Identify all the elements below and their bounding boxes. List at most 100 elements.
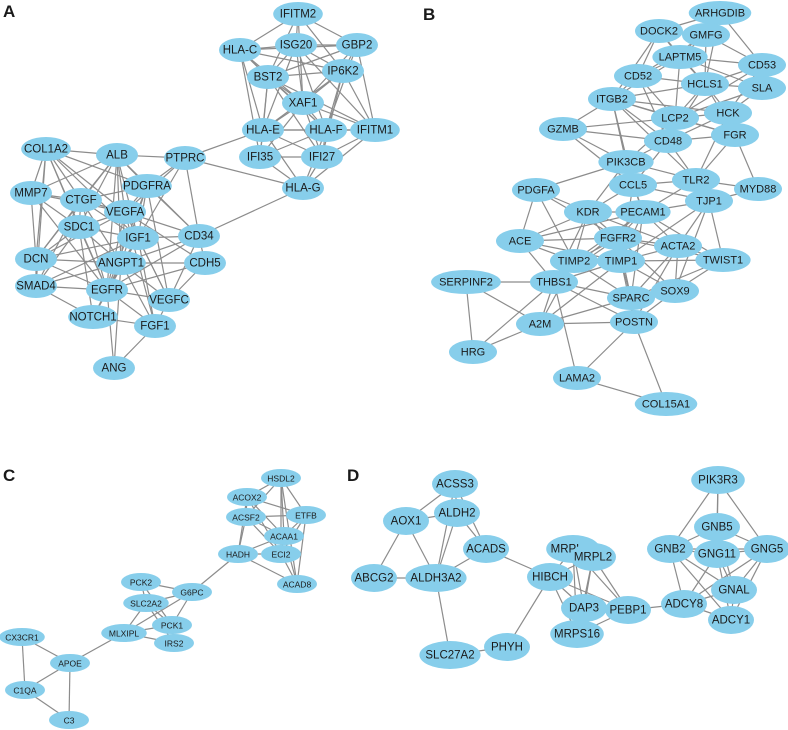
panel-b-node-kdr: KDR [564, 200, 612, 224]
panel-c-node-label-acsf2: ACSF2 [232, 513, 260, 523]
panel-c-node-shape-g6pc [172, 583, 212, 601]
panel-a-node-shape-ifitm2 [273, 2, 323, 26]
panel-d-node-shape-mrps16 [550, 620, 604, 648]
panel-a-edge-col1a2-vegfa [45, 148, 126, 213]
panel-d-node-shape-gng5 [744, 535, 788, 563]
panel-d-node-label-pik3r3: PIK3R3 [698, 475, 738, 487]
panel-b-node-label-lama2: LAMA2 [559, 373, 595, 385]
panel-c-node-label-hadh: HADH [226, 550, 250, 560]
panel-b-node-label-cd48: CD48 [654, 136, 682, 148]
panel-b-node-lcp2: LCP2 [651, 106, 699, 130]
panel-c-node-label-pck1: PCK1 [161, 621, 183, 631]
panel-a-node-ifi35: IFI35 [239, 145, 281, 169]
panel-b-node-label-hrg: HRG [461, 347, 485, 359]
panel-b-node-label-myd88: MYD88 [740, 184, 777, 196]
panel-b-node-gmfg: GMFG [682, 23, 730, 47]
panel-d-node-aldh2: ALDH2 [434, 499, 480, 527]
panel-a-node-ptprc: PTPRC [164, 146, 206, 170]
panel-c-edge-etfb-acad8 [296, 514, 307, 585]
panel-a-node-notch1: NOTCH1 [68, 305, 118, 329]
panel-a-edge-isg20-ifitm1 [295, 44, 376, 131]
panel-a-node-pdgfra: PDGFRA [122, 174, 172, 198]
panel-a-node-bst2: BST2 [247, 65, 289, 89]
panel-b-node-shape-postn [610, 310, 658, 334]
panel-a-edge-ptprc-cd34 [184, 157, 200, 237]
panel-a-node-label-igf1: IGF1 [125, 233, 151, 245]
panel-d-node-label-hibch: HIBCH [532, 572, 568, 584]
panel-d-node-label-mrpl2: MRPL2 [574, 552, 612, 564]
panel-b-node-shape-cd48 [644, 129, 692, 153]
panel-c-node-label-apoe: APOE [58, 659, 82, 669]
panel-b-node-tjp1: TJP1 [685, 189, 733, 213]
panel-b-node-label-laptm5: LAPTM5 [659, 52, 702, 64]
panel-c-node-hadh: HADH [218, 545, 258, 563]
panel-a-edge-vegfa-egfr [106, 211, 126, 291]
panel-c-node-acox2: ACOX2 [227, 488, 267, 506]
panel-b-node-label-ace: ACE [509, 236, 532, 248]
panel-d-node-shape-gnal [711, 576, 757, 604]
panel-d-node-shape-pik3r3 [691, 466, 745, 494]
panel-b-node-cd53: CD53 [738, 53, 786, 77]
panel-b-node-twist1: TWIST1 [695, 248, 751, 272]
panel-d-node-label-mrps16: MRPS16 [554, 629, 600, 641]
panel-a-node-shape-notch1 [68, 305, 118, 329]
panel-a-node-label-fgf1: FGF1 [140, 321, 169, 333]
panel-b-node-label-cd52: CD52 [624, 71, 652, 83]
panel-b-node-fgr: FGR [711, 123, 759, 147]
panel-a-node-shape-alb [96, 143, 138, 167]
panel-d-node-label-slc27a2: SLC27A2 [425, 650, 474, 662]
panel-b-node-label-dock2: DOCK2 [640, 26, 678, 38]
panel-a-node-isg20: ISG20 [275, 33, 317, 57]
panel-a-node-ctgf: CTGF [60, 188, 102, 212]
panel-b-node-shape-cd52 [614, 64, 662, 88]
panel-a-node-dcn: DCN [15, 247, 57, 271]
panel-b-node-label-pdgfa: PDGFA [517, 185, 555, 197]
panel-a-label: A [3, 2, 15, 21]
panel-d-node-label-gnal: GNAL [718, 585, 750, 597]
panel-a-edge-hla-c-hla-e [239, 49, 264, 131]
panel-b-node-label-pecam1: PECAM1 [620, 207, 665, 219]
panel-d-node-shape-pebp1 [605, 596, 651, 624]
panel-c-node-irs2: IRS2 [154, 634, 194, 652]
panel-c-node-etfb: ETFB [286, 506, 326, 524]
panel-b-edge-timp1-a2m [539, 260, 622, 325]
panel-a-node-shape-bst2 [247, 65, 289, 89]
panel-b-node-shape-pecam1 [615, 200, 671, 224]
panel-b-node-label-lcp2: LCP2 [661, 113, 689, 125]
panel-d-node-label-phyh: PHYH [491, 642, 523, 654]
panel-b-node-shape-dock2 [635, 19, 683, 43]
panel-b-node-shape-pik3cb [598, 150, 654, 174]
panel-a-edge-ptprc-hla-g [184, 157, 304, 189]
panel-b-node-serpinf2: SERPINF2 [431, 270, 501, 294]
panel-a-node-label-ctgf: CTGF [65, 195, 96, 207]
panel-a-node-label-ifi35: IFI35 [247, 152, 273, 164]
panel-b-node-ccl5: CCL5 [609, 173, 657, 197]
panel-b-node-shape-tlr2 [672, 168, 720, 192]
panel-d-node-shape-mrpl2 [570, 543, 616, 571]
panel-c-node-pck2: PCK2 [121, 573, 161, 591]
panel-d-node-hibch: HIBCH [527, 563, 573, 591]
panel-b-node-pdgfa: PDGFA [512, 178, 560, 202]
panel-b-node-hrg: HRG [449, 340, 497, 364]
panel-c-node-acad8: ACAD8 [277, 575, 317, 593]
panel-a-node-label-ptprc: PTPRC [166, 153, 205, 165]
panel-b-node-label-cd53: CD53 [748, 60, 776, 72]
panel-b-node-shape-sla [738, 76, 786, 100]
panel-d-node-shape-aldh3a2 [405, 564, 467, 592]
panel-c-node-label-pck2: PCK2 [130, 578, 152, 588]
panel-b-node-col15a1: COL15A1 [634, 392, 698, 416]
panel-a-node-label-ifitm1: IFITM1 [357, 125, 393, 137]
panel-c-node-hsdl2: HSDL2 [261, 469, 301, 487]
panel-a-node-label-angpt1: ANGPT1 [98, 258, 144, 270]
panel-b-node-shape-sox9 [651, 279, 699, 303]
panel-b-node-timp1: TIMP1 [597, 249, 645, 273]
panel-d-node-shape-acads [463, 535, 509, 563]
panel-b-node-sla: SLA [738, 76, 786, 100]
panel-a-node-alb: ALB [96, 143, 138, 167]
panel-a-node-vegfc: VEGFC [148, 288, 190, 312]
panel-a-node-xaf1: XAF1 [282, 91, 324, 115]
panel-a-node-gbp2: GBP2 [336, 33, 378, 57]
